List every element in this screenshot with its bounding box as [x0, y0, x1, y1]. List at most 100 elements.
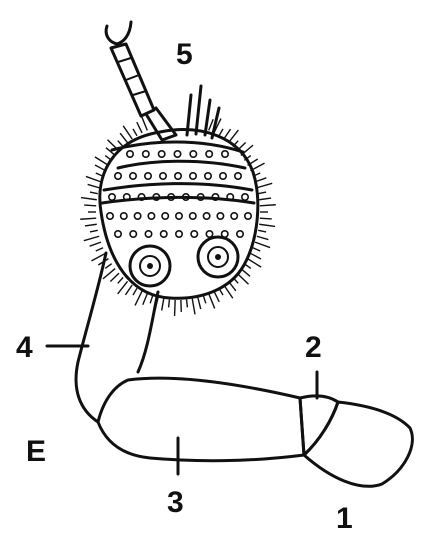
pore-dot: [191, 231, 197, 237]
seta: [90, 230, 98, 232]
pore-dot: [115, 173, 121, 179]
seta: [255, 178, 266, 182]
seta: [81, 198, 97, 200]
seta: [84, 236, 99, 240]
pore-dot: [231, 213, 237, 219]
seta: [88, 184, 100, 187]
seta: [224, 285, 233, 298]
seta: [169, 300, 170, 308]
seta: [175, 300, 176, 316]
pore-dot: [175, 173, 181, 179]
setae: [80, 116, 276, 316]
leader-lines: [47, 346, 317, 474]
seta: [90, 242, 101, 246]
seta: [90, 192, 98, 194]
seta: [257, 183, 272, 187]
seta: [258, 192, 266, 194]
femur: [98, 378, 304, 460]
pore-dot: [127, 151, 133, 157]
label-2: 2: [305, 331, 322, 364]
seta: [209, 294, 215, 309]
seta: [137, 122, 142, 133]
seta: [214, 291, 219, 302]
seta: [95, 165, 106, 171]
pore-dot: [115, 231, 121, 237]
seta: [253, 248, 260, 251]
pore-dot: [242, 194, 248, 200]
seta: [103, 269, 115, 279]
seta: [105, 264, 111, 269]
trochanter: [300, 396, 338, 455]
pore-dot: [190, 151, 196, 157]
seta: [125, 285, 132, 295]
seta: [80, 218, 96, 219]
seta: [224, 129, 231, 139]
pore-dot: [145, 231, 151, 237]
pore-dot: [145, 173, 151, 179]
pore-dot: [109, 194, 115, 200]
label-1: 1: [336, 502, 353, 533]
seta: [162, 299, 164, 311]
pore-dot: [160, 173, 166, 179]
seta: [248, 259, 262, 267]
seta: [85, 224, 97, 226]
pore-dot: [235, 173, 241, 179]
seta: [241, 145, 253, 155]
pore-dot: [237, 231, 243, 237]
tarsus-body: [80, 116, 276, 316]
pore-dot: [206, 231, 212, 237]
seta: [209, 119, 213, 130]
seta: [118, 141, 123, 147]
pore-dot: [176, 231, 182, 237]
pore-dot: [217, 213, 223, 219]
seta: [244, 264, 250, 269]
seta: [143, 294, 147, 305]
tarsal-claw: [106, 22, 176, 140]
label-E: E: [26, 435, 46, 468]
suction-disc-right: [198, 237, 238, 277]
seta: [133, 129, 137, 136]
pore-dot: [134, 213, 140, 219]
pore-dot: [130, 173, 136, 179]
pore-dot: [143, 151, 149, 157]
pore-dot: [162, 213, 168, 219]
seta: [260, 205, 276, 206]
seta: [228, 281, 235, 290]
label-5: 5: [176, 38, 193, 71]
seta: [86, 176, 101, 181]
pore-dot: [130, 231, 136, 237]
seta: [259, 224, 275, 226]
seta: [255, 242, 270, 247]
seta: [133, 288, 137, 295]
pore-dot: [176, 213, 182, 219]
pore-dot: [205, 173, 211, 179]
tibia: [76, 253, 158, 422]
label-4: 4: [16, 331, 33, 364]
seta: [228, 130, 238, 143]
seta: [118, 281, 128, 294]
seta: [237, 143, 246, 151]
coxa: [304, 402, 412, 486]
seta: [150, 296, 152, 304]
seta: [250, 253, 261, 259]
pore-dot: [190, 173, 196, 179]
seta: [198, 297, 201, 309]
seta: [141, 116, 147, 131]
pore-dot: [245, 213, 251, 219]
seta: [120, 133, 127, 142]
seta: [123, 126, 132, 139]
seta: [203, 296, 205, 304]
seta: [187, 300, 188, 308]
pore-dot: [203, 213, 209, 219]
seta: [84, 205, 96, 206]
pore-dot: [121, 213, 127, 219]
pore-dot: [190, 213, 196, 219]
seta: [241, 269, 250, 277]
seta: [258, 230, 266, 232]
pore-dot: [222, 151, 228, 157]
seta: [110, 273, 119, 281]
seta: [96, 248, 103, 251]
suction-disc-left: [130, 246, 170, 286]
